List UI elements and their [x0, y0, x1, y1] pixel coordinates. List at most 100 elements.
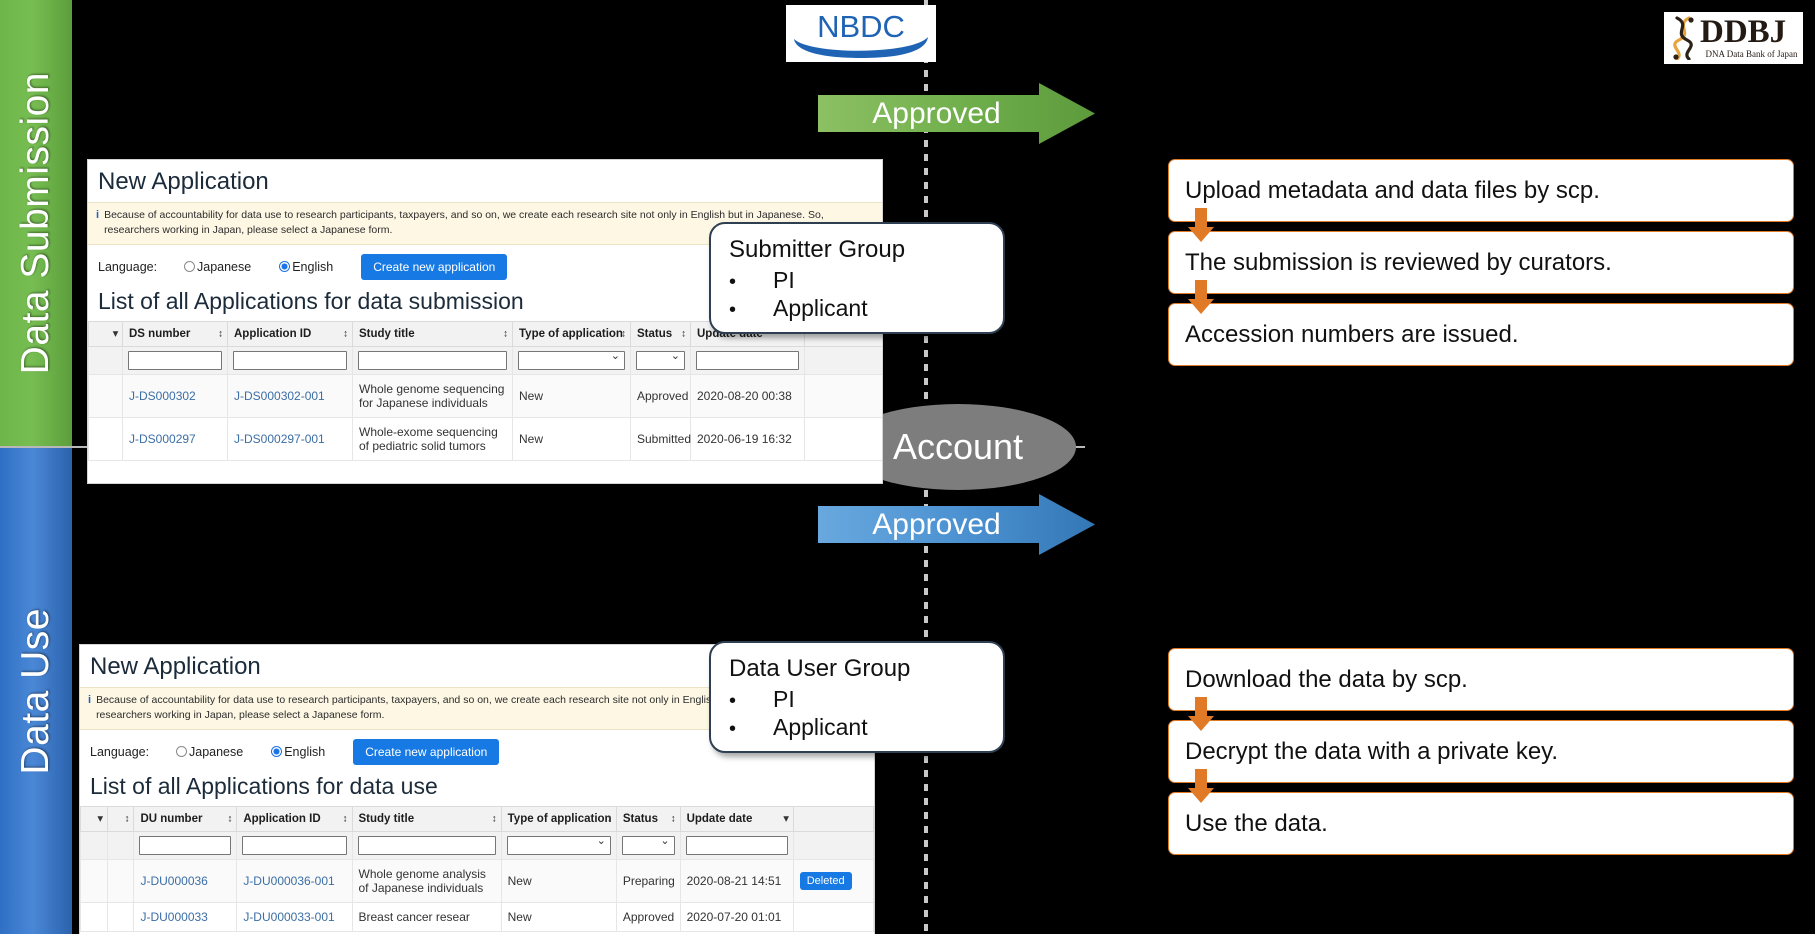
cell-update-date: 2020-08-21 14:51 [679, 859, 794, 904]
cell-actions[interactable]: Deleted [792, 859, 874, 904]
filter-cell-update-date[interactable] [679, 831, 794, 861]
th-update-date-use[interactable]: Update date▾ [679, 806, 794, 833]
sort-icon: ↕ [342, 813, 348, 825]
step-box-use: Use the data. [1168, 792, 1794, 855]
radio-japanese-icon[interactable] [184, 261, 195, 273]
filter-select-type[interactable] [518, 349, 625, 371]
th-expand-submission[interactable]: ▾ [88, 321, 123, 348]
browser-window-data-submission: New Application i Because of accountabil… [88, 160, 882, 483]
cell-application-id[interactable]: J-DU000033-001 [236, 902, 353, 933]
filter-select-status[interactable] [636, 349, 685, 371]
th-expand-use[interactable]: ▾ [80, 806, 108, 833]
filter-select-status[interactable] [621, 834, 675, 856]
filter-cell-sort [106, 831, 135, 861]
band-data-submission: Data Submission [0, 0, 72, 447]
list-item: •Applicant [729, 295, 868, 322]
th-ds-number[interactable]: DS number↕ [122, 321, 228, 348]
cell-application-id[interactable]: J-DU000036-001 [236, 859, 353, 904]
filter-cell-type[interactable] [512, 346, 631, 376]
row-expand-cell[interactable] [80, 902, 108, 933]
filter-cell-ds-number[interactable] [122, 346, 228, 376]
radio-japanese-submission[interactable]: Japanese [184, 260, 251, 274]
radio-japanese-use[interactable]: Japanese [176, 745, 243, 759]
table-filter-row-use [80, 831, 874, 861]
radio-japanese-icon[interactable] [176, 746, 187, 758]
ddbj-logo: DDBJ DNA Data Bank of Japan [1664, 12, 1803, 64]
th-application-id-use[interactable]: Application ID↕ [236, 806, 353, 833]
nbdc-logo: NBDC [786, 5, 936, 62]
th-type-of-application-submission[interactable]: Type of application↕ [512, 321, 631, 348]
approved-arrow-submission: Approved [818, 83, 1095, 144]
th-study-title-submission[interactable]: Study title↕ [352, 321, 513, 348]
approved-arrow-use: Approved [818, 494, 1095, 555]
sort-icon: ↕ [343, 328, 348, 340]
filter-input-application-id[interactable] [242, 836, 347, 856]
filter-cell-status[interactable] [630, 346, 691, 376]
cell-application-id[interactable]: J-DS000297-001 [227, 417, 353, 462]
filter-select-type[interactable] [506, 834, 611, 856]
cell-ds-number[interactable]: J-DS000297 [122, 417, 228, 462]
approved-arrow-submission-label: Approved [872, 96, 1001, 130]
account-node-label: Account [892, 426, 1024, 467]
row-expand-cell[interactable] [88, 374, 123, 419]
table-row[interactable]: J-DU000036 J-DU000036-001 Whole genome a… [80, 859, 874, 904]
cell-status: Submitted [630, 417, 691, 462]
th-type-of-application-use[interactable]: Type of application↕ [500, 806, 617, 833]
filter-input-ds-number[interactable] [128, 351, 222, 371]
cell-du-number[interactable]: J-DU000033 [133, 902, 238, 933]
bullet-icon: • [729, 271, 737, 293]
radio-japanese-label: Japanese [197, 260, 252, 275]
filter-cell-status[interactable] [615, 831, 681, 861]
filter-input-application-id[interactable] [233, 351, 347, 371]
cell-update-date: 2020-06-19 16:32 [690, 417, 805, 462]
filter-input-update-date[interactable] [685, 836, 788, 856]
bullet-icon: • [729, 690, 737, 712]
list-title-use: List of all Applications for data use [90, 773, 438, 800]
filter-cell-expand [80, 831, 108, 861]
cell-actions [792, 902, 874, 933]
filter-input-study-title[interactable] [357, 836, 496, 856]
th-du-number[interactable]: DU number↕ [133, 806, 238, 833]
filter-cell-actions [792, 831, 874, 861]
chevron-down-icon: ▾ [97, 813, 103, 825]
th-status-submission[interactable]: Status↕ [630, 321, 691, 348]
nbdc-swoosh-icon [794, 37, 928, 58]
radio-english-use[interactable]: English [271, 745, 325, 759]
filter-cell-application-id[interactable] [236, 831, 353, 861]
row-sort-cell [106, 902, 135, 933]
deleted-badge[interactable]: Deleted [799, 872, 852, 891]
sort-icon: ↕ [218, 328, 223, 340]
filter-input-du-number[interactable] [139, 836, 232, 856]
sort-icon: ↕ [503, 328, 508, 340]
callout-data-user-group-title: Data User Group [729, 655, 911, 682]
row-expand-cell[interactable] [80, 859, 108, 904]
filter-cell-update-date[interactable] [690, 346, 805, 376]
cell-du-number[interactable]: J-DU000036 [133, 859, 238, 904]
filter-cell-du-number[interactable] [133, 831, 238, 861]
row-expand-cell[interactable] [88, 417, 123, 462]
cell-ds-number[interactable]: J-DS000302 [122, 374, 228, 419]
filter-cell-application-id[interactable] [227, 346, 353, 376]
table-row[interactable]: J-DU000033 J-DU000033-001 Breast cancer … [80, 902, 874, 933]
radio-english-icon[interactable] [279, 261, 291, 273]
down-arrow-icon [1188, 208, 1214, 242]
radio-english-submission[interactable]: English [279, 260, 333, 274]
filter-cell-study-title[interactable] [352, 346, 513, 376]
table-row[interactable]: J-DS000297 J-DS000297-001 Whole-exome se… [88, 417, 882, 462]
filter-cell-type[interactable] [500, 831, 617, 861]
create-new-application-button-use[interactable]: Create new application [353, 739, 500, 766]
filter-input-study-title[interactable] [358, 351, 507, 371]
table-row[interactable]: J-DS000302 J-DS000302-001 Whole genome s… [88, 374, 882, 419]
create-new-application-button-submission[interactable]: Create new application [361, 254, 508, 281]
th-application-id-submission[interactable]: Application ID↕ [227, 321, 353, 348]
th-status-use[interactable]: Status↕ [615, 806, 681, 833]
arrow-shape-green [818, 83, 1095, 144]
cell-application-id[interactable]: J-DS000302-001 [227, 374, 353, 419]
radio-english-icon[interactable] [271, 746, 283, 758]
row-sort-cell [106, 859, 135, 904]
filter-cell-study-title[interactable] [351, 831, 502, 861]
filter-input-update-date[interactable] [696, 351, 799, 371]
th-study-title-use[interactable]: Study title↕ [351, 806, 502, 833]
th-sort-use[interactable]: ↕ [106, 806, 135, 833]
notice-text-submission: Because of accountability for data use t… [104, 209, 824, 237]
